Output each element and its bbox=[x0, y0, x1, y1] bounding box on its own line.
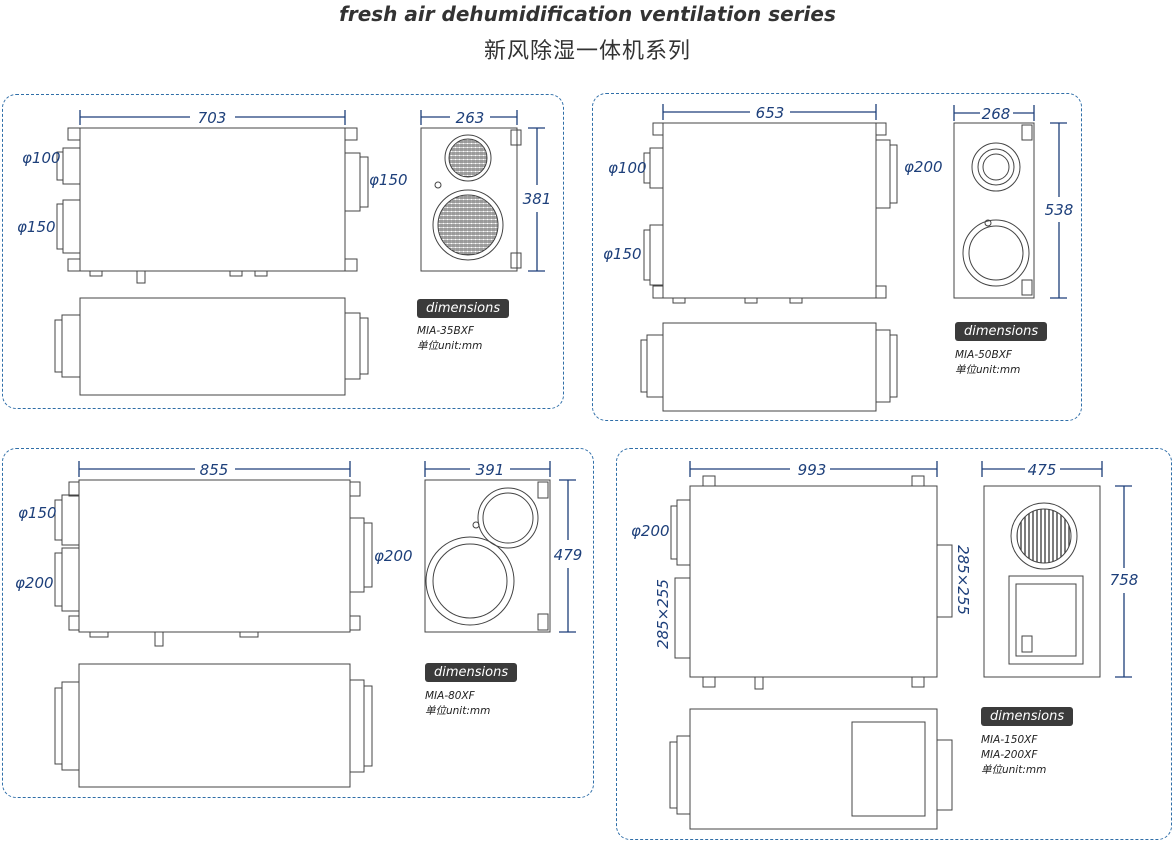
panel-mia-80xf bbox=[2, 448, 594, 798]
port-label-80-lt: φ150 bbox=[18, 504, 57, 522]
model-name: MIA-35BXF bbox=[417, 325, 474, 337]
title-english: fresh air dehumidification ventilation s… bbox=[339, 2, 836, 26]
unit-front-view bbox=[79, 127, 346, 272]
dim-side-width-50: 268 bbox=[982, 105, 1011, 123]
model-caption-35: MIA-35BXF 单位unit:mm bbox=[417, 324, 482, 354]
dim-duct-left-150: 285×255 bbox=[654, 579, 672, 649]
dimensions-badge-150: dimensions bbox=[981, 707, 1074, 726]
unit-top-view bbox=[79, 297, 346, 396]
model-caption-80: MIA-80XF 单位unit:mm bbox=[425, 689, 490, 719]
dim-side-width-35: 263 bbox=[456, 109, 485, 127]
model-caption-50: MIA-50BXF 单位unit:mm bbox=[955, 348, 1020, 378]
port-label-35-lb: φ150 bbox=[17, 218, 56, 236]
port-label-150-lt: φ200 bbox=[631, 522, 670, 540]
port-label-80-r: φ200 bbox=[374, 547, 413, 565]
port-label-50-lb: φ150 bbox=[603, 245, 642, 263]
dim-side-height-80: 479 bbox=[554, 546, 583, 564]
unit-note: 单位unit:mm bbox=[425, 705, 491, 717]
unit-note: 单位unit:mm bbox=[981, 764, 1047, 776]
model-name: MIA-200XF bbox=[981, 749, 1038, 761]
drawing-mia-35bxf bbox=[54, 110, 545, 396]
model-name: MIA-50BXF bbox=[955, 349, 1012, 361]
dim-side-height-35: 381 bbox=[523, 190, 552, 208]
title-chinese: 新风除湿一体机系列 bbox=[483, 39, 691, 64]
panel-mia-50bxf bbox=[592, 93, 1082, 421]
panel-mia-35bxf bbox=[2, 94, 564, 409]
dim-side-height-50: 538 bbox=[1045, 201, 1074, 219]
model-name: MIA-80XF bbox=[425, 690, 475, 702]
port-label-35-r: φ150 bbox=[369, 171, 408, 189]
drawing-mia-150xf bbox=[669, 461, 1132, 830]
dim-side-width-150: 475 bbox=[1028, 461, 1057, 479]
unit-side-view bbox=[424, 479, 551, 633]
dim-side-width-80: 391 bbox=[476, 461, 505, 479]
unit-front-view bbox=[662, 122, 877, 299]
dim-duct-right-150: 285×255 bbox=[954, 545, 972, 615]
port-label-50-r: φ200 bbox=[904, 158, 943, 176]
unit-top-view bbox=[662, 322, 877, 412]
unit-note: 单位unit:mm bbox=[417, 340, 483, 352]
drawing-mia-50bxf bbox=[640, 104, 1067, 412]
port-label-50-lt: φ100 bbox=[608, 159, 647, 177]
dim-width-80: 855 bbox=[200, 461, 229, 479]
unit-top-view bbox=[78, 663, 351, 788]
unit-note: 单位unit:mm bbox=[955, 364, 1021, 376]
dim-width-35: 703 bbox=[198, 109, 227, 127]
model-name: MIA-150XF bbox=[981, 734, 1038, 746]
unit-front-view bbox=[78, 479, 351, 633]
dimensions-badge-35: dimensions bbox=[417, 299, 510, 318]
dim-width-150: 993 bbox=[798, 461, 827, 479]
port-label-80-lb: φ200 bbox=[15, 574, 54, 592]
dimensions-badge-50: dimensions bbox=[955, 322, 1048, 341]
panel-mia-150xf bbox=[616, 448, 1172, 840]
dimensions-badge-80: dimensions bbox=[425, 663, 518, 682]
unit-front-view bbox=[689, 485, 938, 678]
dim-width-50: 653 bbox=[756, 104, 785, 122]
drawing-mia-80xf bbox=[54, 461, 576, 788]
port-label-35-lt: φ100 bbox=[22, 149, 61, 167]
dim-side-height-150: 758 bbox=[1110, 571, 1139, 589]
model-caption-150: MIA-150XF MIA-200XF 单位unit:mm bbox=[981, 733, 1046, 778]
unit-top-view bbox=[689, 708, 938, 830]
